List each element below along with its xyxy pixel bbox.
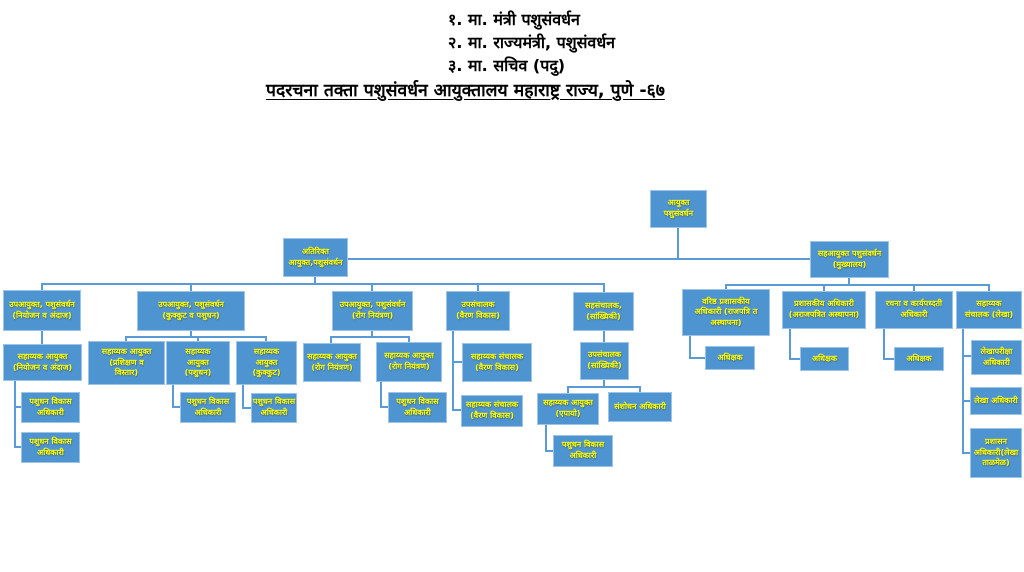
org-node-admin-officer: प्रशासकीय अधिकारी(अराजपत्रित अस्थापना) [782, 291, 866, 329]
dignitary-line-1: १. मा. मंत्री पशुसंवर्धन [448, 10, 580, 29]
connector-line [883, 329, 885, 360]
connector-line [197, 336, 199, 342]
connector-line [477, 283, 479, 292]
connector-line [41, 283, 43, 291]
org-node-asst-comm-planning: सहाय्यक आयुक्त(नियोजन व अंदाज) [3, 344, 82, 381]
page-title: पदरचना तक्ता पशुसंवर्धन आयुक्तालय महाराष… [266, 81, 665, 101]
org-node-joint-commissioner-hq: सहआयुक्त पशुसंवर्धन(मुख्यालय) [810, 241, 889, 278]
org-node-joint-director-statistics: सहसंचालक,(सांख्यिकी) [573, 292, 634, 331]
connector-line [883, 358, 894, 360]
connector-line [265, 336, 267, 342]
connector-line [314, 277, 316, 285]
org-node-superintendent-2: अधिक्षक [800, 347, 849, 371]
org-node-dy-director-statistics: उपसंचालक(सांख्यिकी) [580, 342, 629, 380]
connector-line [41, 283, 604, 285]
connector-line [725, 284, 727, 290]
connector-line [962, 329, 964, 454]
connector-line [242, 385, 244, 409]
connector-line [962, 452, 970, 454]
connector-line [172, 406, 180, 408]
org-node-asst-comm-disease-1: सहाय्यक आयुक्त(रोग नियंत्रण) [303, 343, 361, 382]
connector-line [603, 380, 605, 387]
connector-line [545, 425, 547, 452]
connector-line [962, 400, 970, 402]
dignitary-list: १. मा. मंत्री पशुसंवर्धन २. मा. राज्यमंत… [448, 8, 615, 77]
connector-line [172, 385, 174, 408]
connector-line [913, 284, 915, 292]
connector-line [371, 283, 373, 292]
connector-line [603, 331, 605, 342]
org-node-asst-director-fodder-2: सहाय्यक संचालक(वैरण विकास) [461, 395, 523, 427]
dignitary-line-3: ३. मा. सचिव (पदु) [448, 56, 566, 75]
org-node-asst-comm-epayo: सहाय्यक आयुक्त(एपायो) [537, 393, 599, 425]
org-node-accounts-officer: लेखा अधिकारी [970, 387, 1022, 415]
connector-line [371, 331, 373, 337]
org-node-dy-comm-planning: उपआयुक्त, पशुसंवर्धन(नियोजन व अंदाज) [3, 290, 81, 331]
org-node-dy-comm-disease-control: उपआयुक्त, पशुसंवर्धन(रोग नियंत्रण) [332, 291, 413, 331]
org-node-audit-officer: लेखापरीक्षाअधिकारी [971, 340, 1022, 375]
connector-line [725, 284, 989, 286]
connector-line [452, 409, 461, 411]
connector-line [348, 258, 810, 260]
connector-line [330, 336, 332, 344]
connector-line [408, 336, 410, 343]
connector-line [452, 361, 462, 363]
connector-line [823, 284, 825, 292]
connector-line [545, 450, 553, 452]
org-node-asst-comm-disease-2: सहाय्यक आयुक्त(रोग नियंत्रण) [376, 342, 442, 382]
connector-line [14, 446, 21, 448]
connector-line [380, 406, 388, 408]
connector-line [677, 228, 679, 259]
connector-line [452, 331, 454, 411]
org-node-superintendent-1: अधिक्षक [705, 346, 755, 370]
org-node-superintendent-3: अधिक्षक [894, 347, 944, 371]
connector-line [380, 382, 382, 408]
connector-line [988, 284, 990, 292]
connector-line [330, 336, 410, 338]
connector-line [41, 331, 43, 344]
connector-line [242, 407, 251, 409]
connector-line [14, 406, 21, 408]
connector-line [689, 336, 691, 359]
connector-line [848, 278, 850, 286]
connector-line [689, 357, 705, 359]
connector-line [14, 381, 16, 448]
connector-line [962, 355, 971, 357]
connector-line [789, 358, 800, 360]
connector-line [190, 283, 192, 292]
org-node-dy-comm-poultry-livestock: उपआयुक्त, पशुसंवर्धन(कुक्कुट व पशुधन) [137, 291, 245, 331]
connector-line [567, 386, 641, 388]
org-node-dy-director-fodder: उपसंचालक(वैरण विकास) [446, 291, 510, 331]
dignitary-line-2: २. मा. राज्यमंत्री, पशुसंवर्धन [448, 33, 616, 52]
connector-line [567, 386, 569, 394]
org-node-research-officer: संशोधन अधिकारी [608, 392, 672, 422]
org-node-asst-director-fodder-1: सहाय्यक संचालक(वैरण विकास) [462, 343, 532, 382]
connector-line [639, 386, 641, 393]
connector-line [125, 336, 267, 338]
connector-line [125, 336, 127, 342]
connector-line [789, 329, 791, 360]
connector-line [190, 331, 192, 337]
org-node-org-methods-officer: रचना व कार्यपध्दतीअधिकारी [875, 291, 953, 329]
connector-line [603, 283, 605, 293]
